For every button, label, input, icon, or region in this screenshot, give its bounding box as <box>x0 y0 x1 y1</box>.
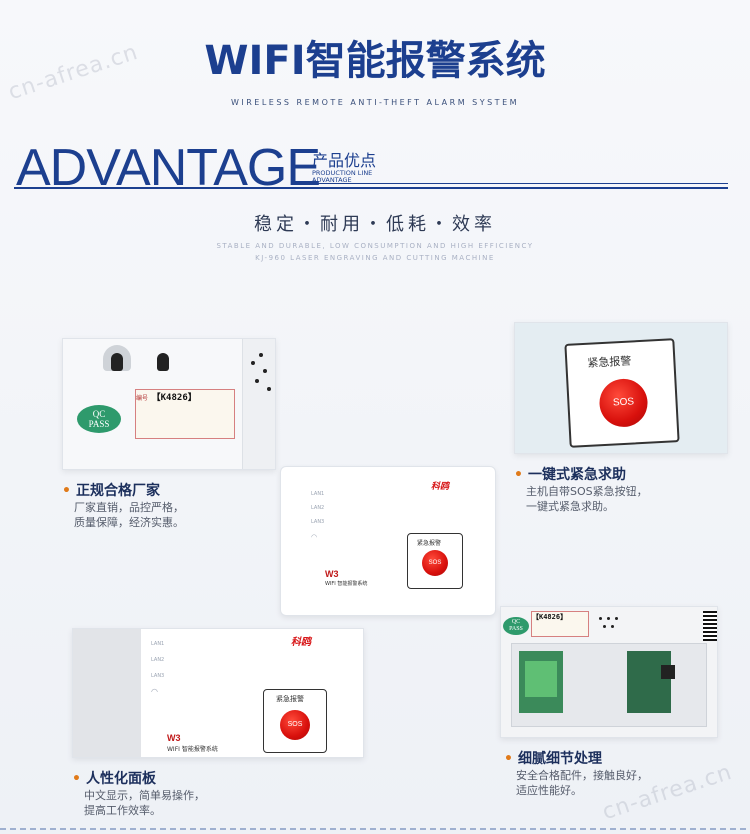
lan1-indicator: LAN1 <box>151 641 165 647</box>
section-text-detail: 安全合格配件，接触良好， 适应性能好。 <box>516 769 648 797</box>
lan2-indicator: LAN2 <box>151 657 165 663</box>
qc-line2: PASS <box>88 419 110 429</box>
advantage-cn: 产品优点 <box>312 151 377 170</box>
brand-logo: 科鸥 <box>291 637 311 648</box>
divider <box>300 183 728 184</box>
sos-panel-label: 紧急报警 <box>587 354 632 370</box>
section-title-factory: •正规合格厂家 <box>62 483 160 499</box>
sos-panel-label: 紧急报警 <box>276 695 304 703</box>
advantage-heading: ADVANTAGE <box>16 139 321 197</box>
product-front-photo: 科鸥 LAN1 LAN2 LAN3 ◠ W3 WIFI 智能报警系统 紧急报警 … <box>280 466 496 616</box>
model-label: W3 <box>325 569 339 579</box>
sos-panel-label: 紧急报警 <box>417 540 442 547</box>
page-title: WIFI智能报警系统 <box>204 38 546 84</box>
sticker-no: 编号 <box>136 395 149 402</box>
qc-sticker: 编号 【K4826】 <box>135 389 235 439</box>
model-sub-label: WIFI 智能报警系统 <box>325 581 368 587</box>
lan3-indicator: LAN3 <box>151 673 165 679</box>
features-en-line1: STABLE AND DURABLE, LOW CONSUMPTION AND … <box>216 242 534 250</box>
sos-panel: 紧急报警 SOS <box>564 338 680 448</box>
mount-hole-icon <box>157 353 169 371</box>
features-heading: 稳定・耐用・低耗・效率 <box>254 214 496 235</box>
mount-hole-icon <box>111 353 123 371</box>
qc-line1: QC <box>92 409 106 419</box>
lan2-indicator: LAN2 <box>311 505 325 511</box>
panel-photo: 科鸥 LAN1 LAN2 LAN3 ◠ W3 WIFI 智能报警系统 紧急报警 … <box>72 628 364 758</box>
sos-panel: 紧急报警 SOS <box>407 533 463 589</box>
bottom-divider <box>0 828 750 830</box>
qc-sticker: 【K4826】 <box>531 611 589 637</box>
divider <box>14 187 728 189</box>
wifi-icon: ◠ <box>311 533 318 541</box>
advantage-en-line1: PRODUCTION LINE <box>312 169 373 177</box>
model-sub-label: WIFI 智能报警系统 <box>167 746 218 753</box>
section-text-panel: 中文显示，简单易操作， 提高工作效率。 <box>84 789 205 817</box>
advantage-en-line2: ADVANTAGE <box>312 176 352 184</box>
qc-pass-badge: QC PASS <box>77 405 121 433</box>
sos-panel: 紧急报警 SOS <box>263 689 327 753</box>
features-en-line2: KJ-960 LASER ENGRAVING AND CUTTING MACHI… <box>255 254 495 262</box>
section-text-factory: 厂家直销，品控严格， 质量保障，经济实惠。 <box>74 501 184 529</box>
section-title-panel: •人性化面板 <box>72 771 156 787</box>
section-text-sos: 主机自带SOS紧急按钮， 一键式紧急求助。 <box>526 485 648 513</box>
sos-button: SOS <box>598 377 649 429</box>
model-label: W3 <box>167 733 181 743</box>
wifi-icon: ◠ <box>151 687 158 696</box>
sos-button: SOS <box>422 550 448 576</box>
brand-logo: 科鸥 <box>431 482 450 492</box>
page-subtitle: WIRELESS REMOTE ANTI-THEFT ALARM SYSTEM <box>230 98 520 107</box>
sos-closeup-photo: 紧急报警 SOS <box>514 322 728 454</box>
section-title-sos: •一键式紧急求助 <box>514 467 626 483</box>
product-back-photo: 编号 【K4826】 QC PASS <box>62 338 276 470</box>
sos-button: SOS <box>280 710 310 740</box>
sticker-code: 【K4826】 <box>151 393 197 403</box>
lan1-indicator: LAN1 <box>311 491 325 497</box>
section-title-detail: •细腻细节处理 <box>504 751 602 767</box>
lan3-indicator: LAN3 <box>311 519 325 525</box>
